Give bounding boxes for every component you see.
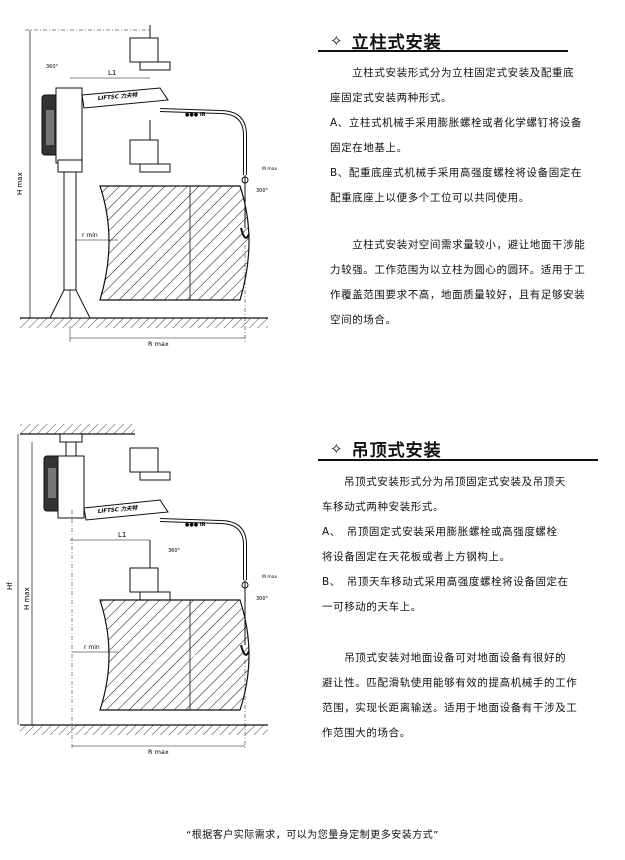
gripper-lower xyxy=(129,540,171,601)
work-envelope xyxy=(99,185,250,301)
ceiling-mount-diagram: Hf H max LIFTSC 力夫特 ●●● IR L1 360° 300° … xyxy=(6,424,277,756)
dim-2000-label: 2000 xyxy=(155,240,162,255)
r-min-label: r min xyxy=(82,232,98,239)
hs-label: Hs xyxy=(191,654,198,662)
sparkle-diamond-icon: ✧ xyxy=(330,439,344,458)
section1-para1-line: 配重底座上以便多个工位可以共同使用。 xyxy=(330,192,530,204)
gripper-lower xyxy=(129,120,171,173)
section1-para2-line: 空间的场合。 xyxy=(330,314,397,326)
brand-label: LIFTSC 力夫特 xyxy=(98,91,139,102)
angle-360-label: 360° xyxy=(168,548,181,554)
r-min-label: r min xyxy=(84,644,100,651)
h-max-label: H max xyxy=(23,587,31,610)
section2-para1: 吊顶式安装形式分为吊顶固定式安装及吊顶天 车移动式两种安装形式。 A、 吊顶固定… xyxy=(322,470,612,620)
r-max-label: R max xyxy=(148,748,169,756)
section2-para1-line: 车移动式两种安装形式。 xyxy=(322,501,445,513)
section2-para1-line: A、 吊顶固定式安装采用膨胀螺栓或高强度螺栓 xyxy=(322,526,558,538)
section1-title-text: 立柱式安装 xyxy=(351,33,442,53)
svg-text:●●● IR: ●●● IR xyxy=(185,522,206,528)
m-max-label: M max xyxy=(262,574,277,580)
r-max-label: R max xyxy=(148,340,169,348)
svg-text:●●● IR: ●●● IR xyxy=(185,112,206,118)
section2-para1-line: B、 吊顶天车移动式采用高强度螺栓将设备固定在 xyxy=(322,576,569,588)
h-max-label: H max xyxy=(16,172,24,195)
section1-para1-line: B、配重底座式机械手采用高强度螺栓将设备固定在 xyxy=(330,167,583,179)
section1-para1: 立柱式安装形式分为立柱固定式安装及配重底 座固定式安装两种形式。 A、立柱式机械… xyxy=(330,61,610,211)
section1-para2-line: 力较强。工作范围为以立柱为圆心的圆环。适用于工 xyxy=(330,264,586,276)
section1-title: ✧ 立柱式安装 xyxy=(330,28,442,54)
manipulator-arm xyxy=(81,87,169,109)
m-max-label: M max xyxy=(262,166,277,172)
hs-label: Hs xyxy=(191,240,198,248)
section2-title-rule xyxy=(318,459,598,461)
section1-para1-line: A、立柱式机械手采用膨胀螺栓或者化学螺钉将设备 xyxy=(330,117,582,129)
section2-para2: 吊顶式安装对地面设备可对地面设备有很好的 避让性。匹配滑轨使用能够有效的提高机械… xyxy=(322,646,612,746)
footer-note: “根据客户实际需求，可以为您量身定制更多安装方式” xyxy=(186,830,439,841)
section2-title: ✧ 吊顶式安装 xyxy=(330,436,442,462)
section2-para2-line: 避让性。匹配滑轨使用能够有效的提高机械手的工作 xyxy=(322,677,578,689)
section2-para2-line: 吊顶式安装对地面设备可对地面设备有很好的 xyxy=(322,652,567,664)
section2-para1-line: 一可移动的天车上。 xyxy=(322,601,422,613)
section2-para1-line: 将设备固定在天花板或者上方钢构上。 xyxy=(322,551,511,563)
section2-para1-line: 吊顶式安装形式分为吊顶固定式安装及吊顶天 xyxy=(344,476,566,488)
ceiling-hatch xyxy=(20,424,135,434)
angle-360-label: 360° xyxy=(46,64,59,70)
sparkle-diamond-icon: ✧ xyxy=(330,31,344,50)
section1-para2-line: 作覆盖范围要求不高，地面质量较好，且有足够安装 xyxy=(330,289,586,301)
section1-para1-line: 固定在地基上。 xyxy=(330,142,408,154)
dim-2000-label: 2000 xyxy=(155,653,162,668)
l1-label: L1 xyxy=(118,531,126,539)
ground-hatch xyxy=(20,318,268,328)
brand-label: LIFTSC 力夫特 xyxy=(98,504,139,515)
gripper-upper xyxy=(129,25,171,71)
work-envelope xyxy=(99,599,250,711)
l1-label: L1 xyxy=(108,69,116,77)
manipulator-arm xyxy=(83,499,169,521)
ground-hatch xyxy=(20,725,268,735)
angle-300-label: 300° xyxy=(256,188,269,194)
section1-para1-line: 立柱式安装形式分为立柱固定式安装及配重底 xyxy=(330,67,575,79)
section1-title-rule xyxy=(318,50,568,52)
hf-label: Hf xyxy=(6,582,14,590)
section2-para2-line: 作范围大的场合。 xyxy=(322,727,411,739)
angle-300-label: 300° xyxy=(256,596,269,602)
section1-para2-line: 立柱式安装对空间需求量较小，避让地面干涉能 xyxy=(330,239,586,251)
gripper-upper xyxy=(129,447,171,481)
section2-para2-line: 范围，实现长距离输送。适用于地面设备有干涉及工 xyxy=(322,702,578,714)
section1-para1-line: 座固定式安装两种形式。 xyxy=(330,92,453,104)
pillar-mount-diagram: H max LIFTSC 力夫特 ●●● IR L1 360° 300° M m… xyxy=(16,25,277,348)
section1-para2: 立柱式安装对空间需求量较小，避让地面干涉能 力较强。工作范围为以立柱为圆心的圆环… xyxy=(330,233,610,333)
section2-title-text: 吊顶式安装 xyxy=(351,441,442,461)
